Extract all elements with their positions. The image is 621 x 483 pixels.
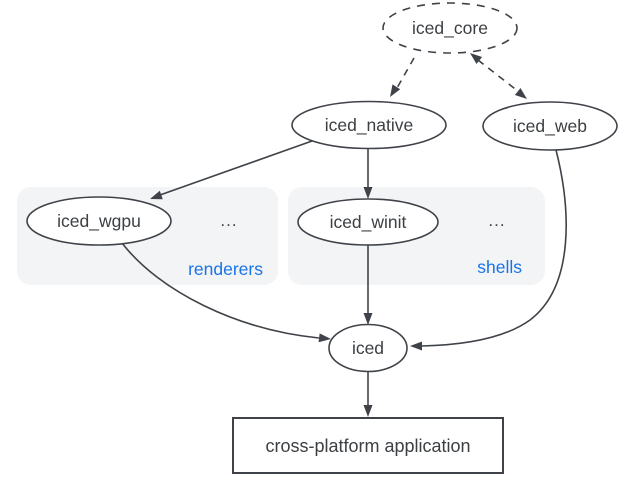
node-iced-core-ellipse <box>382 2 518 54</box>
node-iced-native-ellipse <box>291 100 447 150</box>
node-iced-wgpu-ellipse <box>26 196 172 246</box>
shells-group-label: shells <box>477 257 522 277</box>
app-box-label: cross-platform application <box>265 436 470 456</box>
edge-native-to-wgpu-arrowhead <box>150 190 163 200</box>
node-iced-native-label: iced_native <box>325 115 414 136</box>
edge-web-to-core-arrowhead <box>470 53 483 64</box>
edge-core-to-native <box>396 57 415 89</box>
renderers-ellipsis: ... <box>220 211 237 230</box>
renderers-group-label: renderers <box>188 259 263 279</box>
node-iced-label: iced <box>352 338 384 358</box>
edge-web-to-iced-arrowhead <box>410 341 422 351</box>
edge-native-to-wgpu <box>159 140 313 196</box>
edge-wgpu-to-iced-arrowhead <box>318 333 331 343</box>
node-iced-winit-ellipse <box>297 198 439 246</box>
shells-ellipsis: ... <box>488 211 505 230</box>
edge-wgpu-to-iced <box>121 242 320 339</box>
edge-core-to-web <box>477 59 520 93</box>
app-box <box>232 417 504 474</box>
edge-core-to-web-arrowhead <box>514 88 527 99</box>
node-iced-wgpu-label: iced_wgpu <box>57 211 141 232</box>
edge-web-to-iced <box>421 149 567 347</box>
node-iced-web-label: iced_web <box>513 116 587 137</box>
node-iced-ellipse <box>328 323 408 373</box>
node-iced-core-label: iced_core <box>412 18 488 39</box>
node-iced-web-ellipse <box>482 101 618 151</box>
edge-iced-to-app-arrowhead <box>363 405 373 417</box>
edge-winit-to-iced-arrowhead <box>363 313 373 325</box>
node-iced-winit-label: iced_winit <box>330 212 407 233</box>
edge-core-to-native-arrowhead <box>390 84 401 97</box>
edge-native-to-winit-arrowhead <box>363 187 373 199</box>
